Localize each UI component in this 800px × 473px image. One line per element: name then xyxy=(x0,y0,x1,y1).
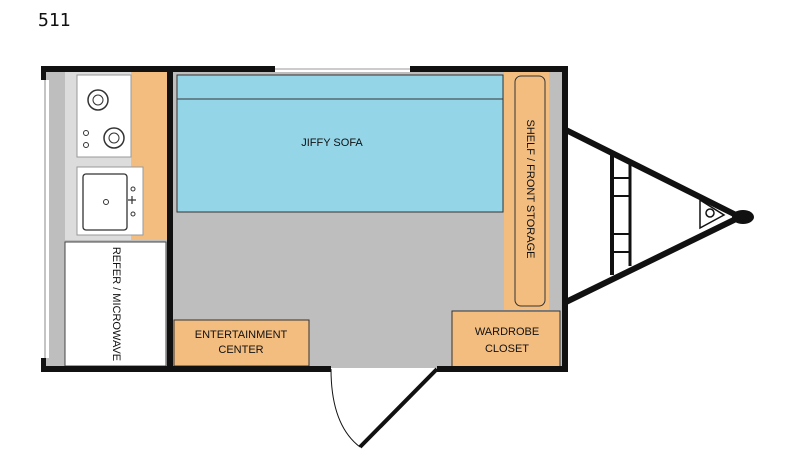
wardrobe-label-line1: WARDROBE xyxy=(475,326,539,338)
tongue-jack-icon xyxy=(705,208,715,218)
wardrobe-label-line2: CLOSET xyxy=(485,343,529,355)
entertainment-center xyxy=(173,319,310,367)
door-swing-icon xyxy=(330,367,439,449)
refer-label: REFER / MICROWAVE xyxy=(110,247,122,361)
left-window xyxy=(41,80,49,358)
top-window xyxy=(275,66,410,72)
model-number: 511 xyxy=(38,10,71,31)
trailer-tongue xyxy=(564,127,742,305)
entertainment-label-line2: CENTER xyxy=(218,344,263,356)
hitch-coupler xyxy=(732,210,754,224)
jiffy-sofa xyxy=(176,74,504,213)
refer-microwave xyxy=(64,241,167,367)
exterior-walls xyxy=(41,66,568,372)
shelf-label: SHELF / FRONT STORAGE xyxy=(524,120,536,259)
stove-icon xyxy=(76,74,132,158)
shelf-front-storage xyxy=(504,72,549,310)
shelf-inner xyxy=(514,75,546,307)
sink-icon xyxy=(76,166,144,236)
sofa-label: JIFFY SOFA xyxy=(301,137,363,149)
entertainment-label-line1: ENTERTAINMENT xyxy=(195,329,288,341)
wardrobe-closet xyxy=(451,310,561,368)
